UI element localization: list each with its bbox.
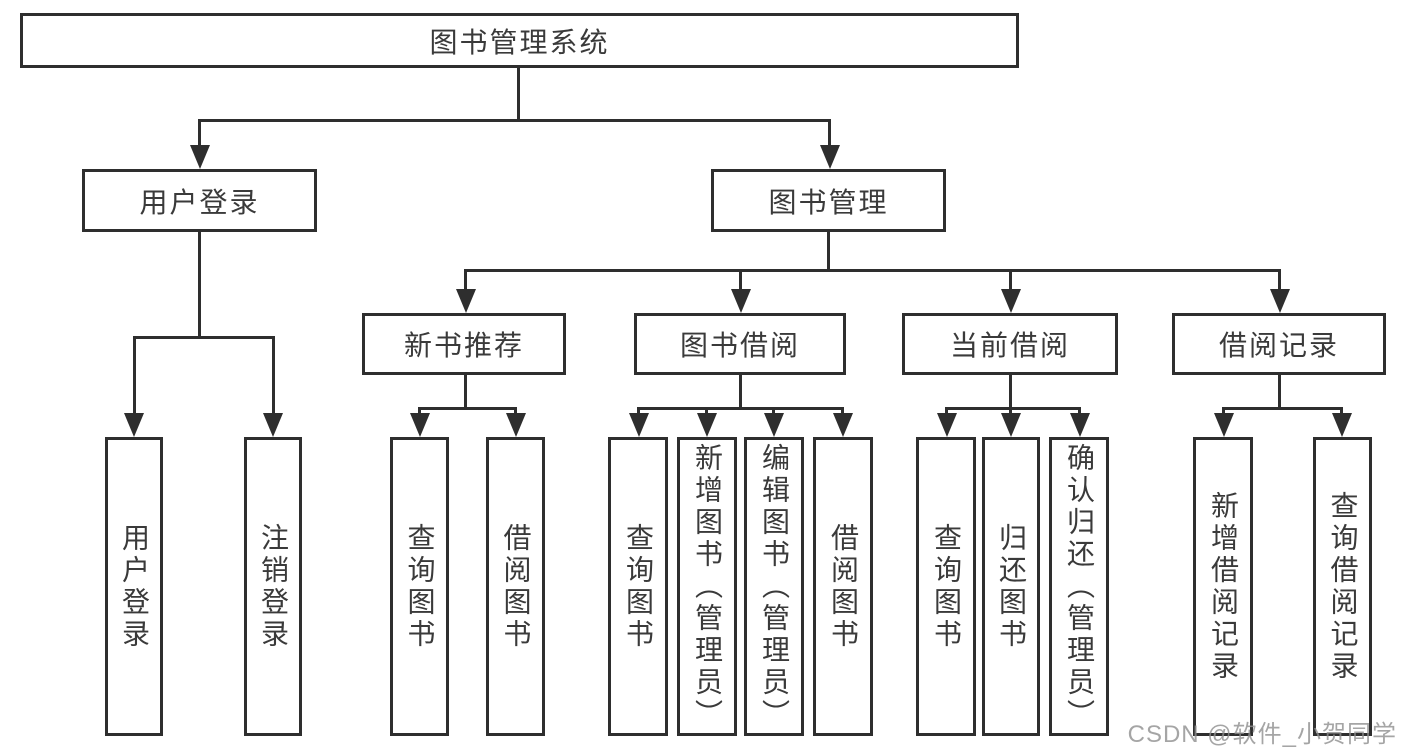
edge-vline [272, 336, 275, 415]
edge-vline [464, 375, 467, 409]
edge-vline [1222, 407, 1225, 415]
arrow-down-icon [506, 413, 526, 437]
edge-hline [198, 119, 831, 122]
leaf-logout: 注销登录 [244, 437, 302, 736]
arrow-down-icon [629, 413, 649, 437]
edge-vline [1340, 407, 1343, 415]
arrow-down-icon [190, 145, 210, 169]
node-book-borrowing: 图书借阅 [634, 313, 846, 375]
leaf-confirm-return-admin: 确认归还（管理员） [1049, 437, 1109, 736]
edge-vline [1078, 407, 1081, 415]
csdn-watermark: CSDN @软件_小贺同学 [1127, 721, 1397, 747]
edge-hline [464, 269, 1281, 272]
edge-vline [464, 269, 467, 291]
arrow-down-icon [833, 413, 853, 437]
edge-hline [133, 336, 275, 339]
edge-vline [1009, 375, 1012, 409]
node-book-management: 图书管理 [711, 169, 946, 232]
edge-vline [827, 232, 830, 271]
edge-vline [514, 407, 517, 415]
arrow-down-icon [1332, 413, 1352, 437]
arrow-down-icon [697, 413, 717, 437]
node-new-book-recommendation: 新书推荐 [362, 313, 566, 375]
node-system-root: 图书管理系统 [20, 13, 1019, 68]
arrow-down-icon [1270, 289, 1290, 313]
arrow-down-icon [456, 289, 476, 313]
leaf-add-borrow-record: 新增借阅记录 [1193, 437, 1253, 736]
edge-hline [1222, 407, 1343, 410]
edge-hline [418, 407, 517, 410]
edge-vline [828, 119, 831, 149]
edge-vline [1278, 375, 1281, 409]
leaf-return-books: 归还图书 [982, 437, 1040, 736]
leaf-borrow-books-borrowing: 借阅图书 [813, 437, 873, 736]
arrow-down-icon [820, 145, 840, 169]
edge-vline [637, 407, 640, 415]
arrow-down-icon [124, 413, 144, 437]
edge-vline [739, 375, 742, 409]
arrow-down-icon [1001, 413, 1021, 437]
arrow-down-icon [731, 289, 751, 313]
edge-vline [418, 407, 421, 415]
arrow-down-icon [410, 413, 430, 437]
node-borrowing-records: 借阅记录 [1172, 313, 1386, 375]
edge-vline [517, 68, 520, 120]
edge-vline [1009, 269, 1012, 291]
leaf-user-login: 用户登录 [105, 437, 163, 736]
arrow-down-icon [1070, 413, 1090, 437]
edge-vline [705, 407, 708, 415]
edge-vline [198, 232, 201, 338]
edge-vline [772, 407, 775, 415]
edge-vline [198, 119, 201, 149]
arrow-down-icon [1214, 413, 1234, 437]
leaf-query-borrow-record: 查询借阅记录 [1313, 437, 1372, 736]
leaf-query-books-borrowing: 查询图书 [608, 437, 668, 736]
leaf-add-books-admin: 新增图书（管理员） [677, 437, 737, 736]
node-user-login: 用户登录 [82, 169, 317, 232]
arrow-down-icon [263, 413, 283, 437]
arrow-down-icon [764, 413, 784, 437]
edge-vline [1009, 407, 1012, 415]
edge-vline [945, 407, 948, 415]
edge-vline [133, 336, 136, 415]
arrow-down-icon [937, 413, 957, 437]
leaf-edit-books-admin: 编辑图书（管理员） [744, 437, 804, 736]
node-current-borrowing: 当前借阅 [902, 313, 1118, 375]
edge-vline [739, 269, 742, 291]
edge-vline [841, 407, 844, 415]
leaf-query-books-recommend: 查询图书 [390, 437, 449, 736]
arrow-down-icon [1001, 289, 1021, 313]
edge-vline [1278, 269, 1281, 291]
edge-hline [945, 407, 1081, 410]
leaf-borrow-books-recommend: 借阅图书 [486, 437, 545, 736]
leaf-query-books-current: 查询图书 [916, 437, 976, 736]
edge-hline [637, 407, 844, 410]
